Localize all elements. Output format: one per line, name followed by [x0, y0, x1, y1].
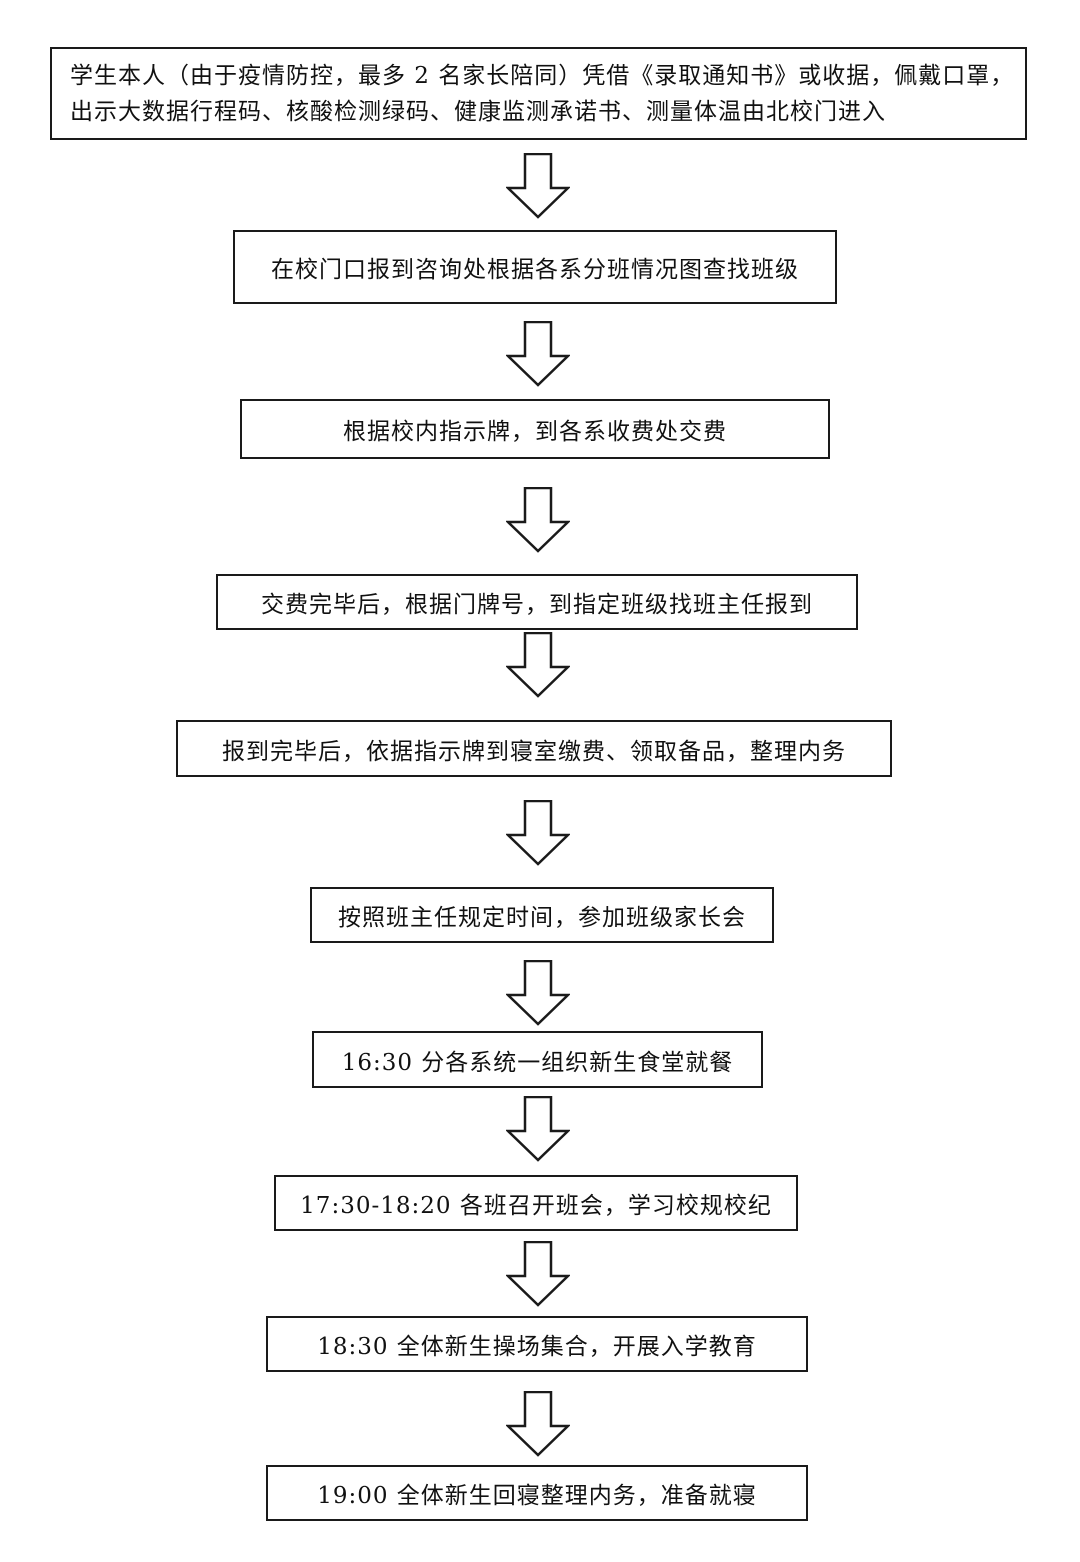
down-arrow-icon — [506, 800, 570, 866]
flow-step-8: 17:30-18:20 各班召开班会，学习校规校纪 — [274, 1175, 798, 1231]
flow-step-9-text: 18:30 全体新生操场集合，开展入学教育 — [317, 1334, 757, 1360]
down-arrow-icon — [506, 1391, 570, 1457]
flow-step-4: 交费完毕后，根据门牌号，到指定班级找班主任报到 — [216, 574, 858, 630]
flow-step-7: 16:30 分各系统一组织新生食堂就餐 — [312, 1031, 763, 1088]
flow-step-10-text: 19:00 全体新生回寝整理内务，准备就寝 — [317, 1483, 757, 1509]
flow-step-9: 18:30 全体新生操场集合，开展入学教育 — [266, 1316, 808, 1372]
flow-step-2-text: 在校门口报到咨询处根据各系分班情况图查找班级 — [271, 257, 799, 283]
flow-step-1-line-1: 学生本人（由于疫情防控，最多 2 名家长陪同）凭借《录取通知书》或收据，佩戴口罩… — [70, 62, 1015, 89]
down-arrow-icon — [506, 153, 570, 219]
flow-step-10: 19:00 全体新生回寝整理内务，准备就寝 — [266, 1465, 808, 1521]
down-arrow-icon — [506, 321, 570, 387]
down-arrow-icon — [506, 1241, 570, 1307]
down-arrow-icon — [506, 960, 570, 1026]
down-arrow-icon — [506, 632, 570, 698]
flow-step-1: 学生本人（由于疫情防控，最多 2 名家长陪同）凭借《录取通知书》或收据，佩戴口罩… — [50, 47, 1027, 140]
flow-step-8-text: 17:30-18:20 各班召开班会，学习校规校纪 — [300, 1193, 772, 1219]
flow-step-5: 报到完毕后，依据指示牌到寝室缴费、领取备品，整理内务 — [176, 720, 892, 777]
flow-step-2: 在校门口报到咨询处根据各系分班情况图查找班级 — [233, 230, 837, 304]
flow-step-7-text: 16:30 分各系统一组织新生食堂就餐 — [341, 1049, 734, 1076]
flow-step-4-text: 交费完毕后，根据门牌号，到指定班级找班主任报到 — [261, 592, 813, 618]
flow-step-1-line-2: 出示大数据行程码、核酸检测绿码、健康监测承诺书、测量体温由北校门进入 — [70, 98, 886, 125]
flow-step-5-text: 报到完毕后，依据指示牌到寝室缴费、领取备品，整理内务 — [222, 738, 846, 765]
flow-step-6-text: 按照班主任规定时间，参加班级家长会 — [338, 905, 746, 931]
down-arrow-icon — [506, 487, 570, 553]
down-arrow-icon — [506, 1096, 570, 1162]
flow-step-3: 根据校内指示牌，到各系收费处交费 — [240, 399, 830, 459]
flow-step-3-text: 根据校内指示牌，到各系收费处交费 — [343, 419, 727, 445]
flow-step-6: 按照班主任规定时间，参加班级家长会 — [310, 887, 774, 943]
